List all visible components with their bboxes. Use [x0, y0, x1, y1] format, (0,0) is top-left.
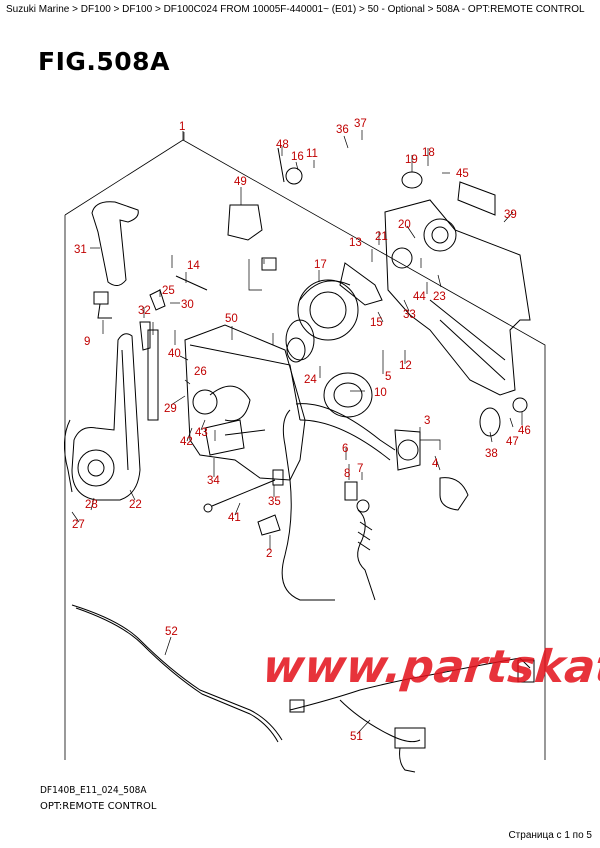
part-drawings: [64, 147, 535, 773]
callout-44: 44: [413, 291, 426, 303]
callout-23: 23: [433, 291, 446, 303]
callout-47: 47: [506, 436, 519, 448]
drawing-caption: OPT:REMOTE CONTROL: [40, 801, 157, 812]
callout-40: 40: [168, 348, 181, 360]
callout-26: 26: [194, 366, 207, 378]
callout-16: 16: [291, 151, 304, 163]
callout-43: 43: [195, 427, 208, 439]
callout-18: 18: [422, 147, 435, 159]
callout-37: 37: [354, 118, 367, 130]
callout-5: 5: [385, 371, 391, 383]
callout-46: 46: [518, 425, 531, 437]
watermark: www.partskatalog.ru: [260, 640, 600, 693]
callout-4: 4: [432, 458, 439, 470]
callout-19: 19: [405, 154, 418, 166]
callout-49: 49: [234, 176, 247, 188]
callout-29: 29: [164, 403, 177, 415]
callout-45: 45: [456, 168, 469, 180]
callout-52: 52: [165, 626, 178, 638]
callout-6: 6: [342, 443, 348, 455]
page-indicator[interactable]: Страница с 1 по 5: [508, 830, 592, 841]
callout-25: 25: [162, 285, 175, 297]
callout-38: 38: [485, 448, 498, 460]
drawing-code: DF140B_E11_024_508A: [40, 785, 147, 796]
callout-21: 21: [375, 231, 388, 243]
callout-42: 42: [180, 436, 193, 448]
callout-9: 9: [84, 336, 90, 348]
callout-35: 35: [268, 496, 281, 508]
callout-3: 3: [424, 415, 430, 427]
breadcrumb[interactable]: Suzuki Marine > DF100 > DF100 > DF100C02…: [6, 4, 585, 15]
leader-lines: [71, 130, 523, 735]
callout-24: 24: [304, 374, 317, 386]
callout-17: 17: [314, 259, 327, 271]
callout-39: 39: [504, 209, 517, 221]
callout-2: 2: [266, 548, 272, 560]
callout-51: 51: [350, 731, 363, 743]
callout-27: 27: [72, 519, 85, 531]
callout-41: 41: [228, 512, 241, 524]
callout-14: 14: [187, 260, 200, 272]
callout-32: 32: [138, 305, 151, 317]
callout-50: 50: [225, 313, 238, 325]
figure-title: FIG.508A: [38, 47, 170, 76]
callout-36: 36: [336, 124, 349, 136]
callout-labels: 1 2 3 4 5 6 7 8 9 10 11 12 13 14 15 16 1…: [72, 118, 531, 743]
callout-15: 15: [370, 317, 383, 329]
callout-34: 34: [207, 475, 220, 487]
frame-outline: [64, 131, 546, 760]
callout-33: 33: [403, 309, 416, 321]
callout-30: 30: [181, 299, 194, 311]
callout-20: 20: [398, 219, 411, 231]
callout-11: 11: [306, 148, 318, 160]
callout-31: 31: [74, 244, 87, 256]
callout-7: 7: [357, 463, 363, 475]
callout-13: 13: [349, 237, 362, 249]
callout-8: 8: [344, 468, 350, 480]
callout-1: 1: [179, 121, 185, 133]
callout-10: 10: [374, 387, 387, 399]
callout-28: 28: [85, 499, 98, 511]
callout-12: 12: [399, 360, 412, 372]
callout-48: 48: [276, 139, 289, 151]
callout-22: 22: [129, 499, 142, 511]
